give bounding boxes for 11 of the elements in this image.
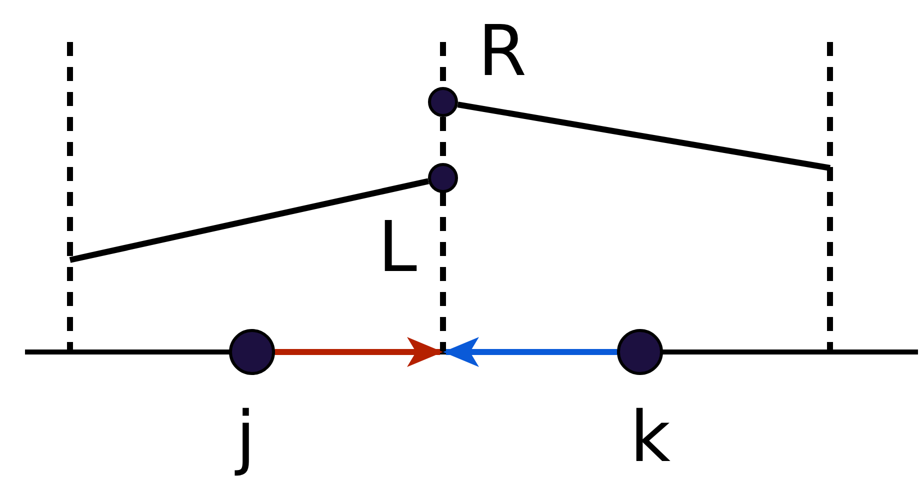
point-label: L	[378, 212, 417, 282]
point-dot	[428, 87, 458, 117]
point-label: k	[630, 402, 671, 472]
arrow	[275, 337, 443, 367]
line-segment	[457, 102, 830, 171]
line-segment	[69, 178, 429, 263]
arrow	[443, 337, 617, 367]
point-dot	[229, 329, 275, 375]
point-dot	[428, 163, 458, 193]
point-label: R	[478, 16, 527, 86]
point-dot	[617, 329, 663, 375]
